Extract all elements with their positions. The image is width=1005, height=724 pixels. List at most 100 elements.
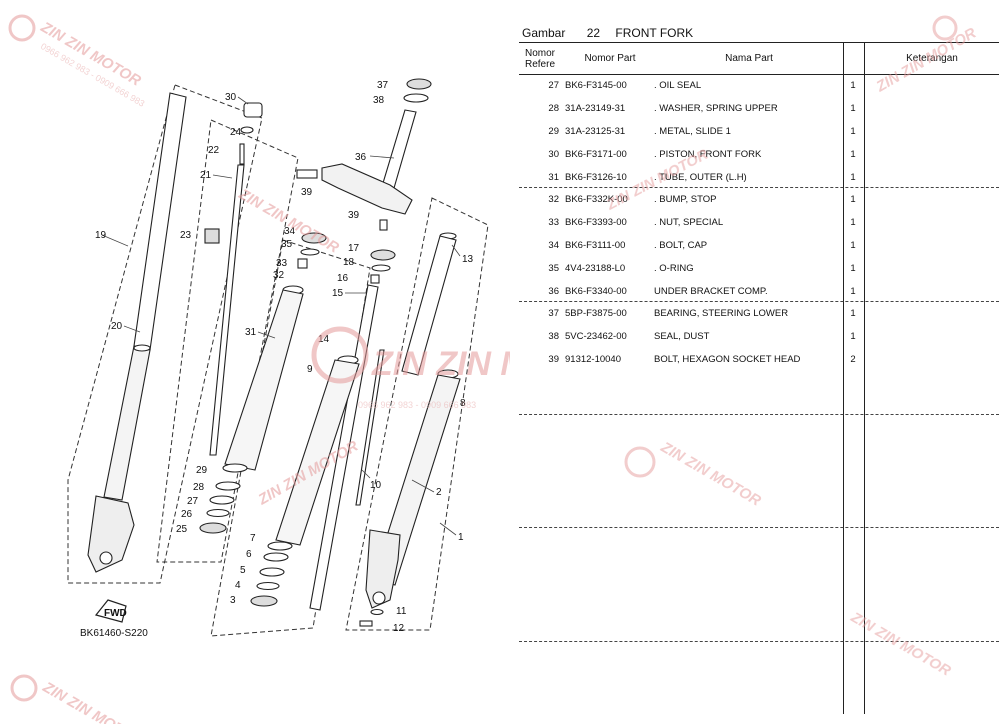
damper-parts-left	[204, 102, 263, 456]
clip-4	[256, 581, 280, 591]
row-part-no: BK6-F3340-00	[565, 286, 627, 297]
axle-hole-right	[372, 591, 386, 605]
clip-26	[206, 508, 230, 518]
callout-2: 2	[436, 487, 442, 498]
row-name: . WASHER, SPRING UPPER	[654, 103, 778, 114]
outer-tube-left	[103, 345, 151, 501]
callout-27: 27	[187, 496, 199, 507]
axle-bracket-right	[365, 529, 401, 609]
right-fork-outline	[345, 197, 489, 631]
row-ref: 28	[548, 103, 559, 114]
bolt-12	[359, 620, 373, 627]
callout-9: 9	[307, 364, 313, 375]
outer-tube-9	[275, 359, 360, 546]
fwd-arrow: FWD	[94, 599, 127, 623]
row-part-no: 31A-23149-31	[565, 103, 626, 114]
col-divider-qty-right	[864, 43, 865, 714]
callout-31: 31	[245, 327, 257, 338]
bearing-37	[406, 78, 432, 90]
row-qty: 1	[850, 194, 856, 205]
dust-seal-3	[250, 595, 278, 607]
row-name: . BOLT, CAP	[654, 240, 708, 251]
left-inner-outline	[156, 119, 299, 563]
rod-21	[209, 164, 245, 456]
callout-21: 21	[200, 170, 212, 181]
callout-37: 37	[377, 80, 389, 91]
callout-35: 35	[281, 239, 293, 250]
callout-19: 19	[95, 230, 107, 241]
callout-16: 16	[337, 273, 349, 284]
callout-4: 4	[235, 580, 241, 591]
fwd-arrow-icon	[94, 599, 127, 623]
metal-29	[222, 463, 248, 473]
header-bottom-border	[519, 74, 999, 75]
spring-top-left	[133, 344, 151, 352]
group-separator	[519, 301, 999, 302]
washer-24	[240, 126, 254, 134]
bolt-cap-17	[370, 249, 396, 261]
callout-32: 32	[273, 270, 285, 281]
leader-21	[212, 174, 233, 179]
row-qty: 1	[850, 126, 856, 137]
row-qty: 1	[850, 172, 856, 183]
bolt-39-lower	[379, 219, 388, 231]
callout-14: 14	[318, 334, 330, 345]
stem-36	[379, 109, 417, 196]
callout-28: 28	[193, 482, 205, 493]
row-ref: 35	[548, 263, 559, 274]
spring-23	[204, 228, 220, 244]
leader-31	[257, 331, 276, 339]
outer-tube-right	[372, 374, 461, 586]
row-qty: 1	[850, 308, 856, 319]
group-separator	[519, 527, 999, 528]
oil-seal-5	[259, 567, 285, 577]
callout-10: 10	[370, 480, 382, 491]
row-qty: 1	[850, 103, 856, 114]
row-name: BEARING, STEERING LOWER	[654, 308, 789, 319]
parts-table: Gambar 22 FRONT FORK Nomor Refere Nomor …	[519, 24, 999, 714]
header-note: Keterangan	[906, 53, 958, 64]
leader-19	[101, 234, 129, 247]
assembly-outlines	[67, 84, 489, 637]
row-part-no: 5VC-23462-00	[565, 331, 627, 342]
watermark-phone-center: 0966 962 983 - 0909 666 983	[358, 400, 476, 410]
leader-1	[439, 522, 457, 536]
callout-39-upper: 39	[301, 187, 313, 198]
right-fork-parts	[359, 232, 461, 627]
group-separator	[519, 641, 999, 642]
watermark-brand-bottomleft: ZIN ZIN MOTOR	[39, 678, 146, 724]
row-ref: 37	[548, 308, 559, 319]
row-qty: 1	[850, 217, 856, 228]
row-part-no: BK6-F3393-00	[565, 217, 627, 228]
row-name: . PISTON, FRONT FORK	[654, 149, 762, 160]
callout-34: 34	[284, 226, 296, 237]
row-ref: 32	[548, 194, 559, 205]
row-name: BOLT, HEXAGON SOCKET HEAD	[654, 354, 801, 365]
fwd-label: FWD	[104, 608, 127, 619]
leader-30	[237, 96, 249, 105]
outer-tube-assembly	[199, 232, 327, 534]
row-name: UNDER BRACKET COMP.	[654, 286, 768, 297]
bolt-cap-34	[301, 232, 327, 244]
header-name: Nama Part	[725, 53, 773, 64]
table-top-border	[519, 42, 999, 43]
callout-labels: 19 20 30 24 22 21 23 31 29 28 27 26 25 3…	[95, 80, 474, 634]
row-name: . TUBE, OUTER (L.H)	[654, 172, 747, 183]
col-divider-qty-left	[843, 43, 844, 714]
table-header: Nomor Refere Nomor Part Nama Part Ketera…	[519, 43, 999, 74]
callout-36: 36	[355, 152, 367, 163]
watermark-diagram: ZIN ZIN MOTOR 0966 962 983 - 0909 666 98…	[8, 14, 510, 724]
callout-17: 17	[348, 243, 360, 254]
right-inner-outline	[210, 239, 371, 637]
row-name: . NUT, SPECIAL	[654, 217, 724, 228]
row-name: . BUMP, STOP	[654, 194, 717, 205]
row-ref: 31	[548, 172, 559, 183]
callout-11: 11	[396, 606, 407, 617]
callout-6: 6	[246, 549, 252, 560]
steering-parts	[296, 78, 432, 231]
callout-29: 29	[196, 465, 208, 476]
